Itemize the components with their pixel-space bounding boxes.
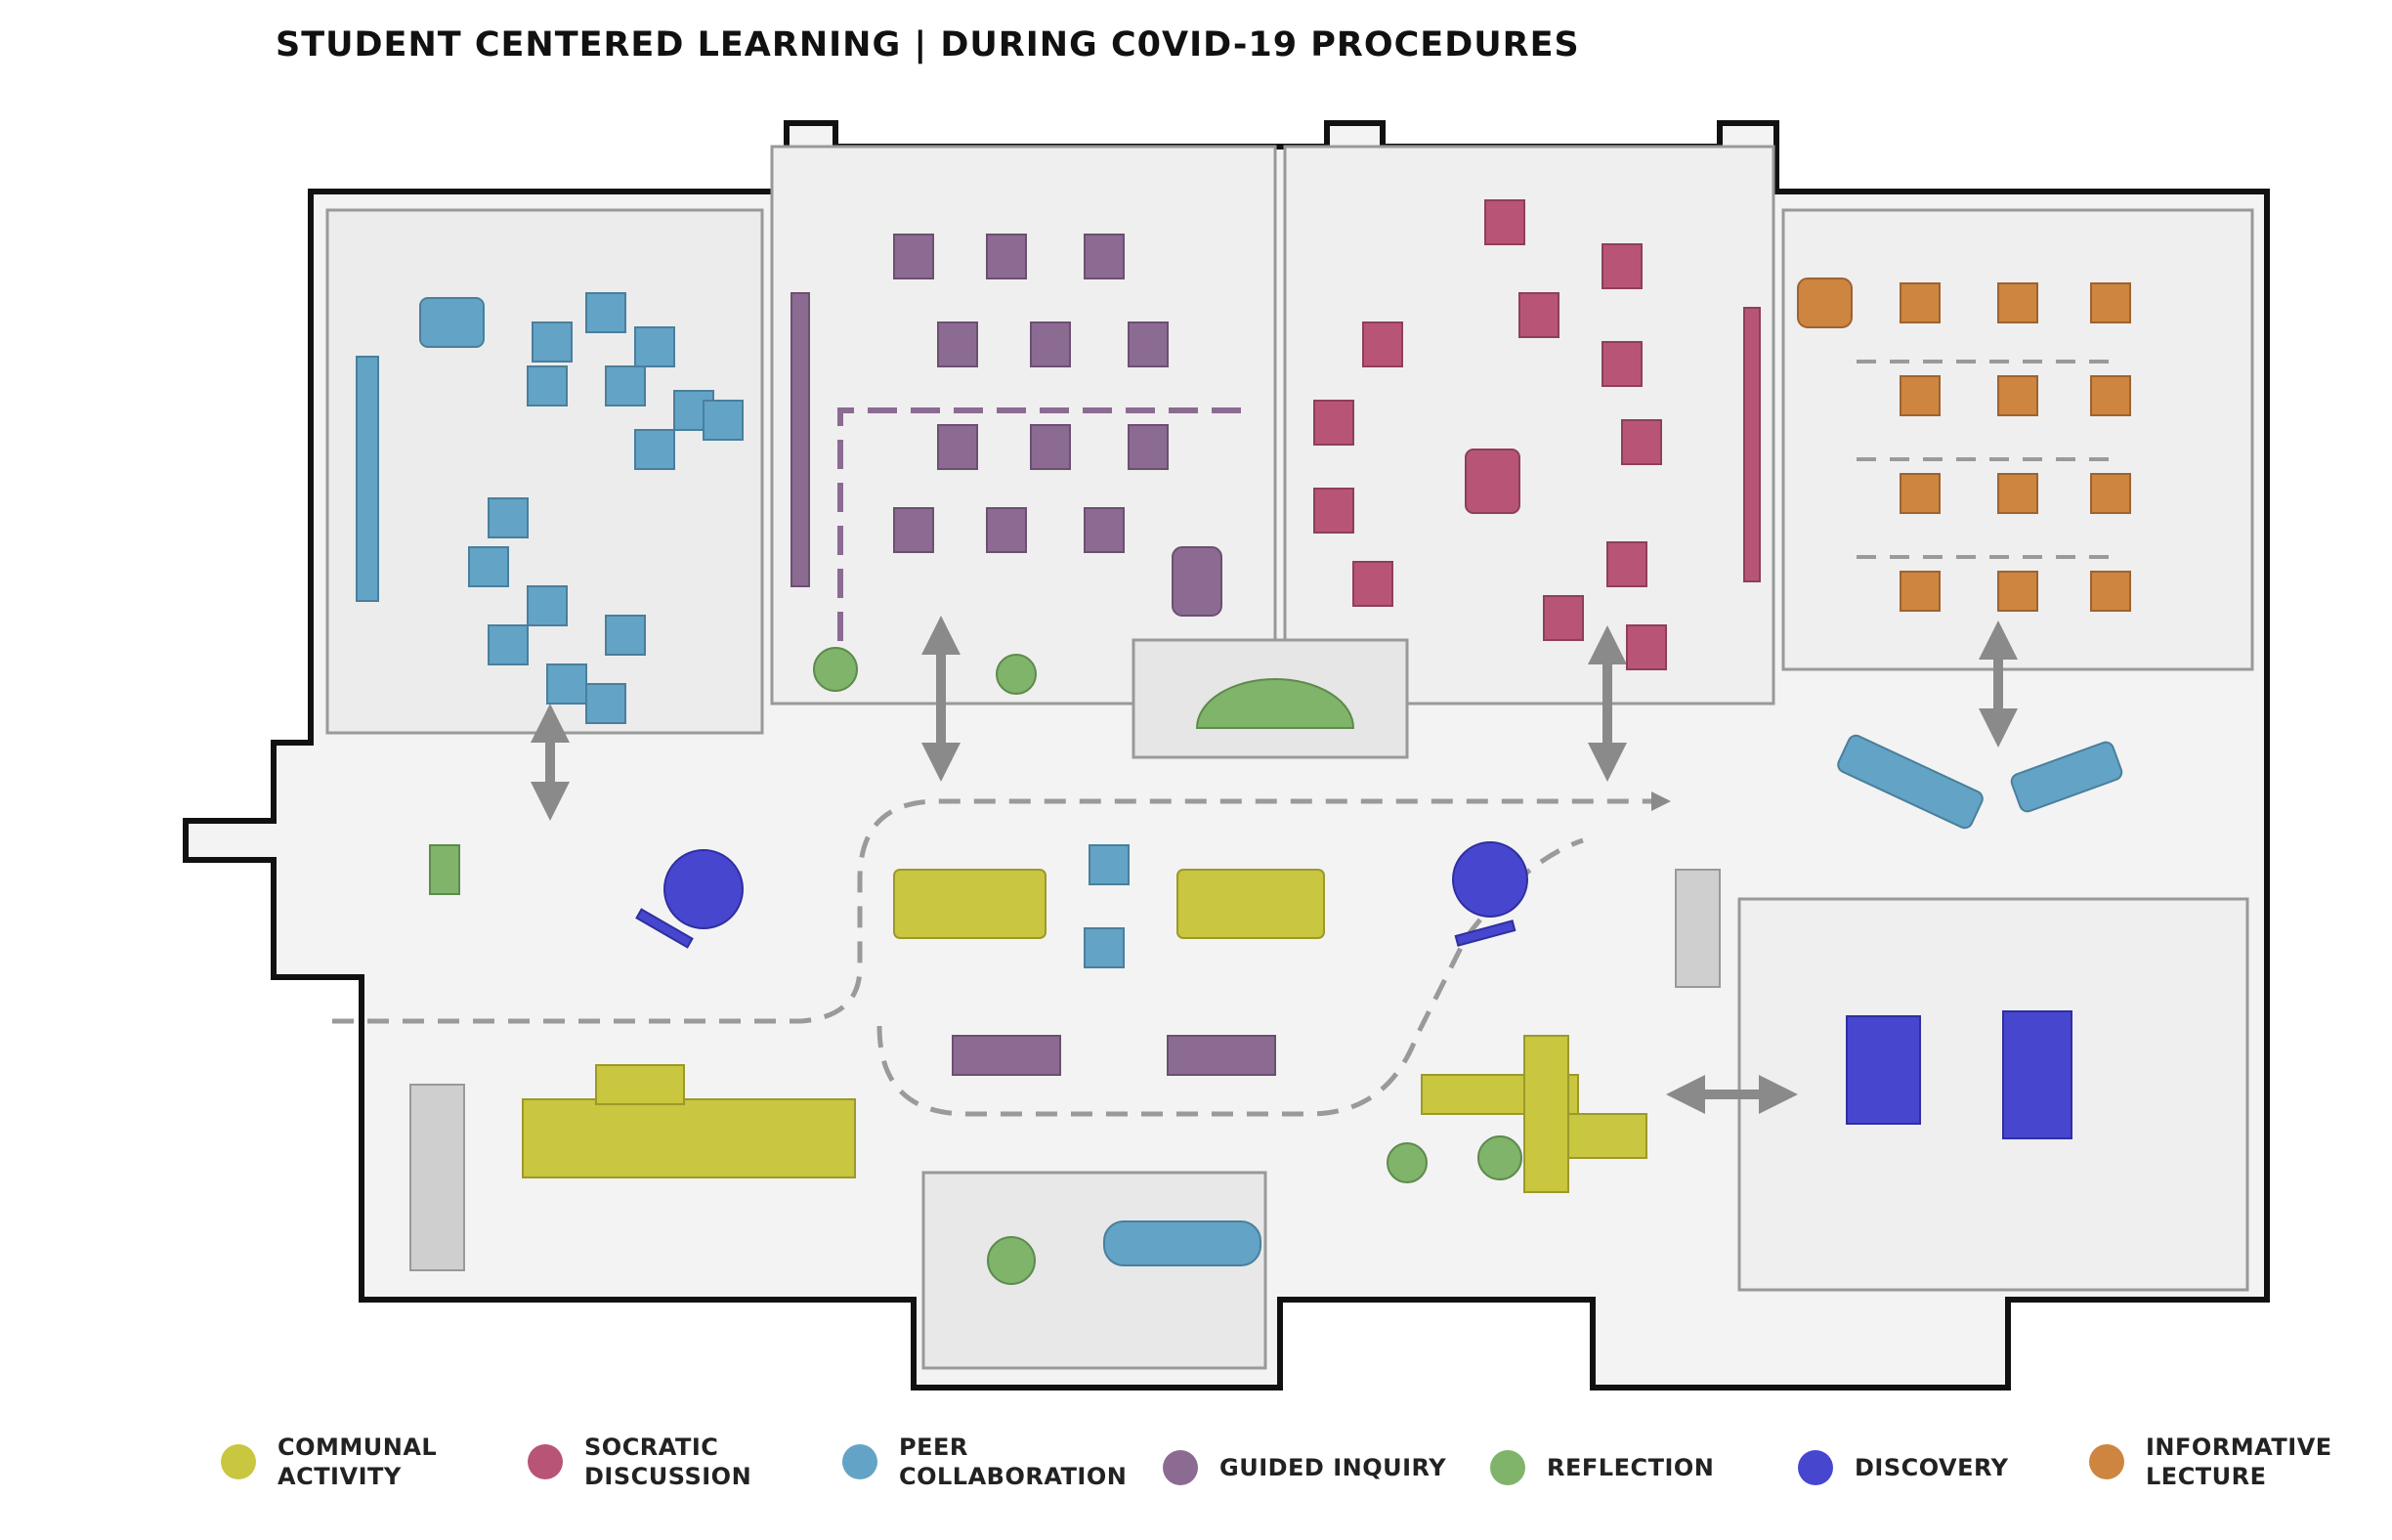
- floor-plan: [183, 120, 2270, 1390]
- informative-lecture-furniture: [1797, 278, 2131, 612]
- legend-item-guided-inquiry: GUIDED INQUIRY: [1163, 1450, 1446, 1485]
- room-discovery-lab: [1737, 897, 2249, 1292]
- legend-dot-peer-collaboration: [842, 1444, 877, 1479]
- bookshelf-left: [409, 1084, 465, 1271]
- legend-dot-reflection: [1490, 1450, 1525, 1485]
- legend-label-line1: INFORMATIVE: [2146, 1433, 2332, 1461]
- legend-dot-guided-inquiry: [1163, 1450, 1198, 1485]
- legend-label-line1: SOCRATIC: [584, 1433, 719, 1461]
- legend-label-line1: DISCOVERY: [1855, 1454, 2009, 1481]
- communal-activity-furniture: [522, 869, 1647, 1193]
- room-bottom-pods: [921, 1171, 1267, 1370]
- legend-label-line1: REFLECTION: [1547, 1454, 1715, 1481]
- legend-label-line1: GUIDED INQUIRY: [1219, 1454, 1447, 1481]
- legend-label-line2: LECTURE: [2146, 1463, 2267, 1490]
- circulation-path-lecture: [1857, 360, 2111, 559]
- legend-dot-communal-activity: [221, 1444, 256, 1479]
- legend-label-line2: DISCUSSION: [584, 1463, 752, 1490]
- legend-dot-socratic-discussion: [528, 1444, 563, 1479]
- legend-label-line1: COMMUNAL: [278, 1433, 438, 1461]
- circulation-path-inquiry: [837, 407, 1251, 684]
- legend-label-line2: ACTIVITY: [278, 1463, 402, 1490]
- legend-dot-discovery: [1798, 1450, 1833, 1485]
- double-arrows: [531, 616, 2018, 1114]
- discovery-furniture: [635, 841, 2072, 1139]
- room-peer-collaboration: [325, 208, 764, 735]
- legend-item-reflection: REFLECTION: [1490, 1450, 1714, 1485]
- legend-label-line2: COLLABORATION: [899, 1463, 1128, 1490]
- guided-inquiry-furniture: [790, 234, 1276, 1076]
- reflection-furniture: [429, 647, 1522, 1285]
- legend-label-line1: PEER: [899, 1433, 968, 1461]
- room-guided-inquiry: [770, 145, 1277, 706]
- socratic-discussion-furniture: [1313, 199, 1761, 670]
- legend-item-discovery: DISCOVERY: [1798, 1450, 2009, 1485]
- page-title: STUDENT CENTERED LEARNING | DURING C0VID…: [276, 25, 1580, 64]
- legend-dot-informative-lecture: [2089, 1444, 2124, 1479]
- bookshelf-right: [1675, 869, 1721, 988]
- peer-collaboration-furniture: [356, 292, 2123, 1266]
- room-socratic-discussion: [1283, 145, 1775, 706]
- circulation-path-main: [332, 791, 1671, 1024]
